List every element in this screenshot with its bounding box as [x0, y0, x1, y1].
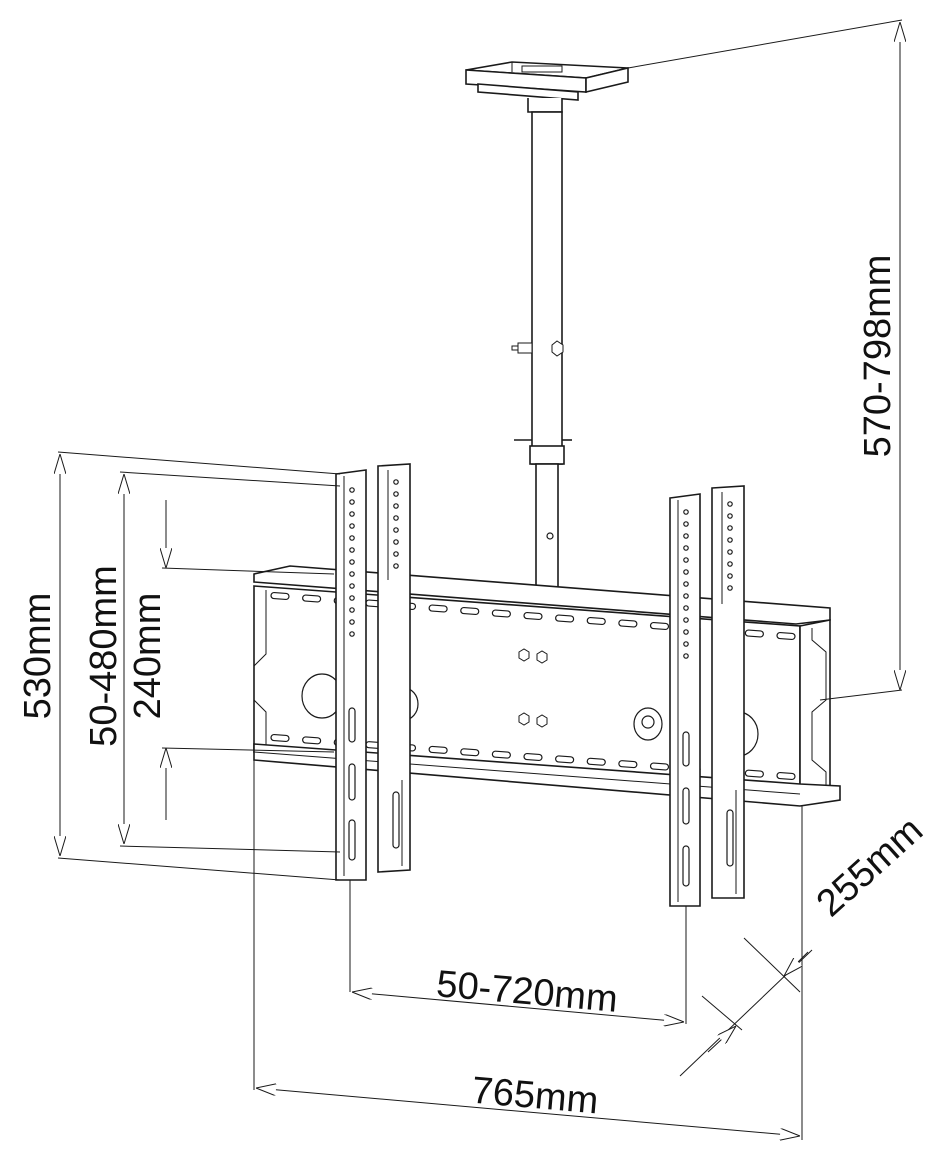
arm-hole [683, 569, 689, 575]
arm-hole [393, 491, 399, 497]
arm-hole [393, 515, 399, 521]
arm-slot [682, 731, 690, 767]
arm-hole [349, 619, 355, 625]
ceiling-plate [465, 61, 629, 101]
inner-height-label: 240mm [127, 593, 169, 720]
arm-hole [727, 513, 733, 519]
mount-slot [586, 757, 606, 766]
arm-hole [393, 551, 399, 557]
mount-slot [586, 616, 606, 626]
arm-hole [683, 629, 689, 635]
arm-hole [683, 581, 689, 587]
arm-hole [349, 487, 355, 493]
mount-slot [649, 762, 670, 771]
mount-slot [302, 736, 322, 745]
mount-slot [523, 752, 543, 762]
mount-slot [428, 745, 448, 754]
arm-hole [683, 641, 689, 647]
arm-hole [683, 509, 689, 515]
arm-hole [727, 525, 733, 531]
arm-hole [393, 527, 399, 533]
arm-hole [683, 605, 689, 611]
arm-hole [349, 547, 355, 553]
arm-hole [349, 499, 355, 505]
arm-hole [683, 557, 689, 563]
arm-hole [727, 573, 733, 579]
arm-hole [727, 501, 733, 507]
mount-slot [555, 755, 575, 764]
mount-slot [523, 611, 543, 621]
vertical-range-label: 50-480mm [83, 565, 125, 747]
arm-hole [727, 537, 733, 543]
mount-slot [618, 760, 638, 769]
outer-height-label: 530mm [17, 593, 59, 720]
mount-slot [776, 771, 796, 781]
pole-length-label: 570-798mm [857, 255, 899, 458]
arm-slot [392, 791, 400, 849]
total-width-label: 765mm [470, 1070, 600, 1123]
arm-hole [683, 653, 689, 659]
arm-hole [349, 511, 355, 517]
mount-slot [491, 750, 511, 759]
arm-hole [349, 523, 355, 529]
arm-hole [683, 617, 689, 623]
arm-hole [349, 631, 355, 637]
mount-slot [618, 619, 638, 628]
arm-hole [727, 585, 733, 591]
arm-slot [682, 845, 690, 887]
mount-slot [555, 614, 575, 623]
center-bolts [518, 648, 548, 728]
arm-hole [349, 559, 355, 565]
mount-slot [491, 609, 511, 618]
arm-hole [349, 535, 355, 541]
arm-hole [393, 563, 399, 569]
mount-slot [270, 733, 290, 743]
mount-slot [428, 604, 448, 613]
arm-hole [393, 479, 399, 485]
mount-slot [302, 594, 322, 603]
arm-hole [349, 583, 355, 589]
mount-slot [460, 606, 480, 616]
mount-slot [744, 769, 764, 778]
mount-slot [776, 631, 796, 641]
mount-slot [649, 621, 670, 631]
arm-hole [683, 593, 689, 599]
arm-slot [682, 787, 690, 825]
depth-label: 255mm [809, 809, 931, 925]
arm-slot [348, 763, 356, 801]
arm-hole [683, 521, 689, 527]
arm-slot [348, 707, 356, 743]
telescopic-pole [511, 98, 572, 595]
arm-hole [683, 533, 689, 539]
arm-hole [349, 595, 355, 601]
mount-slot [744, 629, 764, 638]
arm-hole [727, 549, 733, 555]
arm-slot [348, 819, 356, 861]
arm-slot [726, 809, 734, 867]
vertical-arms [335, 463, 745, 907]
arm-hole [393, 503, 399, 509]
dimension-lines [58, 19, 902, 1140]
horizontal-range-label: 50-720mm [435, 963, 620, 1021]
arm-hole [349, 571, 355, 577]
arm-hole [349, 607, 355, 613]
mount-slot [270, 591, 290, 601]
arm-hole [683, 545, 689, 551]
mount-slot [460, 748, 480, 757]
arm-hole [727, 561, 733, 567]
arm-hole [393, 539, 399, 545]
